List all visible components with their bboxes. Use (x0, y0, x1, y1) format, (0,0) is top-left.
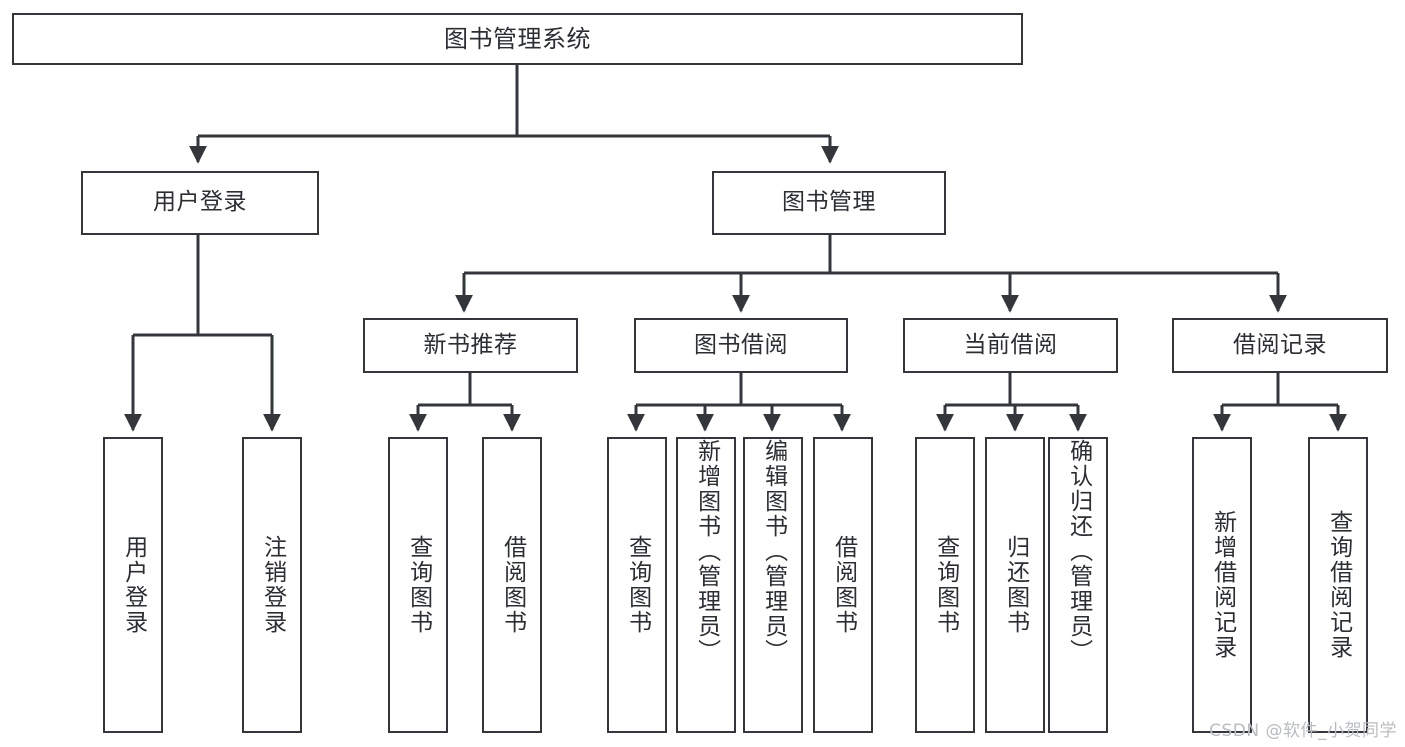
node-label: 图书管理 (782, 189, 876, 216)
leaf-add-borrow-record[interactable]: 新增借阅记录 (1192, 437, 1252, 733)
leaf-label: 查询借阅记录 (1325, 510, 1352, 660)
leaf-borrow-book-recommend[interactable]: 借阅图书 (482, 437, 542, 733)
leaf-return-book[interactable]: 归还图书 (985, 437, 1045, 733)
leaf-query-book-current[interactable]: 查询图书 (915, 437, 975, 733)
node-current-borrow[interactable]: 当前借阅 (903, 318, 1118, 373)
leaf-borrow-book[interactable]: 借阅图书 (813, 437, 873, 733)
leaf-label: 新增图书（管理员） (693, 439, 720, 664)
node-user-login[interactable]: 用户登录 (81, 171, 319, 235)
leaf-label: 用户登录 (120, 535, 147, 635)
node-borrow-record[interactable]: 借阅记录 (1172, 318, 1388, 373)
leaf-label: 查询图书 (624, 535, 651, 635)
leaf-add-book-admin[interactable]: 新增图书（管理员） (676, 437, 736, 733)
node-label: 图书借阅 (694, 331, 788, 358)
node-book-management[interactable]: 图书管理 (712, 171, 946, 235)
leaf-query-borrow-record[interactable]: 查询借阅记录 (1308, 437, 1368, 733)
node-label: 借阅记录 (1233, 331, 1327, 358)
leaf-label: 借阅图书 (830, 535, 857, 635)
leaf-label: 编辑图书（管理员） (760, 439, 787, 664)
leaf-label: 归还图书 (1002, 535, 1029, 635)
node-book-borrow[interactable]: 图书借阅 (634, 318, 848, 373)
watermark-text: CSDN @软件_小贺同学 (1209, 721, 1397, 741)
leaf-label: 查询图书 (932, 535, 959, 635)
leaf-query-book-borrow[interactable]: 查询图书 (607, 437, 667, 733)
node-label: 用户登录 (153, 189, 247, 216)
leaf-logout[interactable]: 注销登录 (242, 437, 302, 733)
node-label: 新书推荐 (423, 331, 518, 358)
leaf-query-book-recommend[interactable]: 查询图书 (388, 437, 448, 733)
leaf-label: 查询图书 (405, 535, 432, 635)
leaf-confirm-return-admin[interactable]: 确认归还（管理员） (1048, 437, 1108, 733)
node-new-book-recommend[interactable]: 新书推荐 (363, 318, 578, 373)
leaf-edit-book-admin[interactable]: 编辑图书（管理员） (743, 437, 803, 733)
node-label: 当前借阅 (963, 331, 1058, 358)
leaf-label: 确认归还（管理员） (1065, 439, 1092, 664)
node-label: 图书管理系统 (444, 24, 591, 53)
leaf-user-login[interactable]: 用户登录 (103, 437, 163, 733)
leaf-label: 注销登录 (259, 535, 286, 635)
leaf-label: 借阅图书 (499, 535, 526, 635)
node-root-system[interactable]: 图书管理系统 (12, 13, 1023, 65)
leaf-label: 新增借阅记录 (1209, 510, 1236, 660)
